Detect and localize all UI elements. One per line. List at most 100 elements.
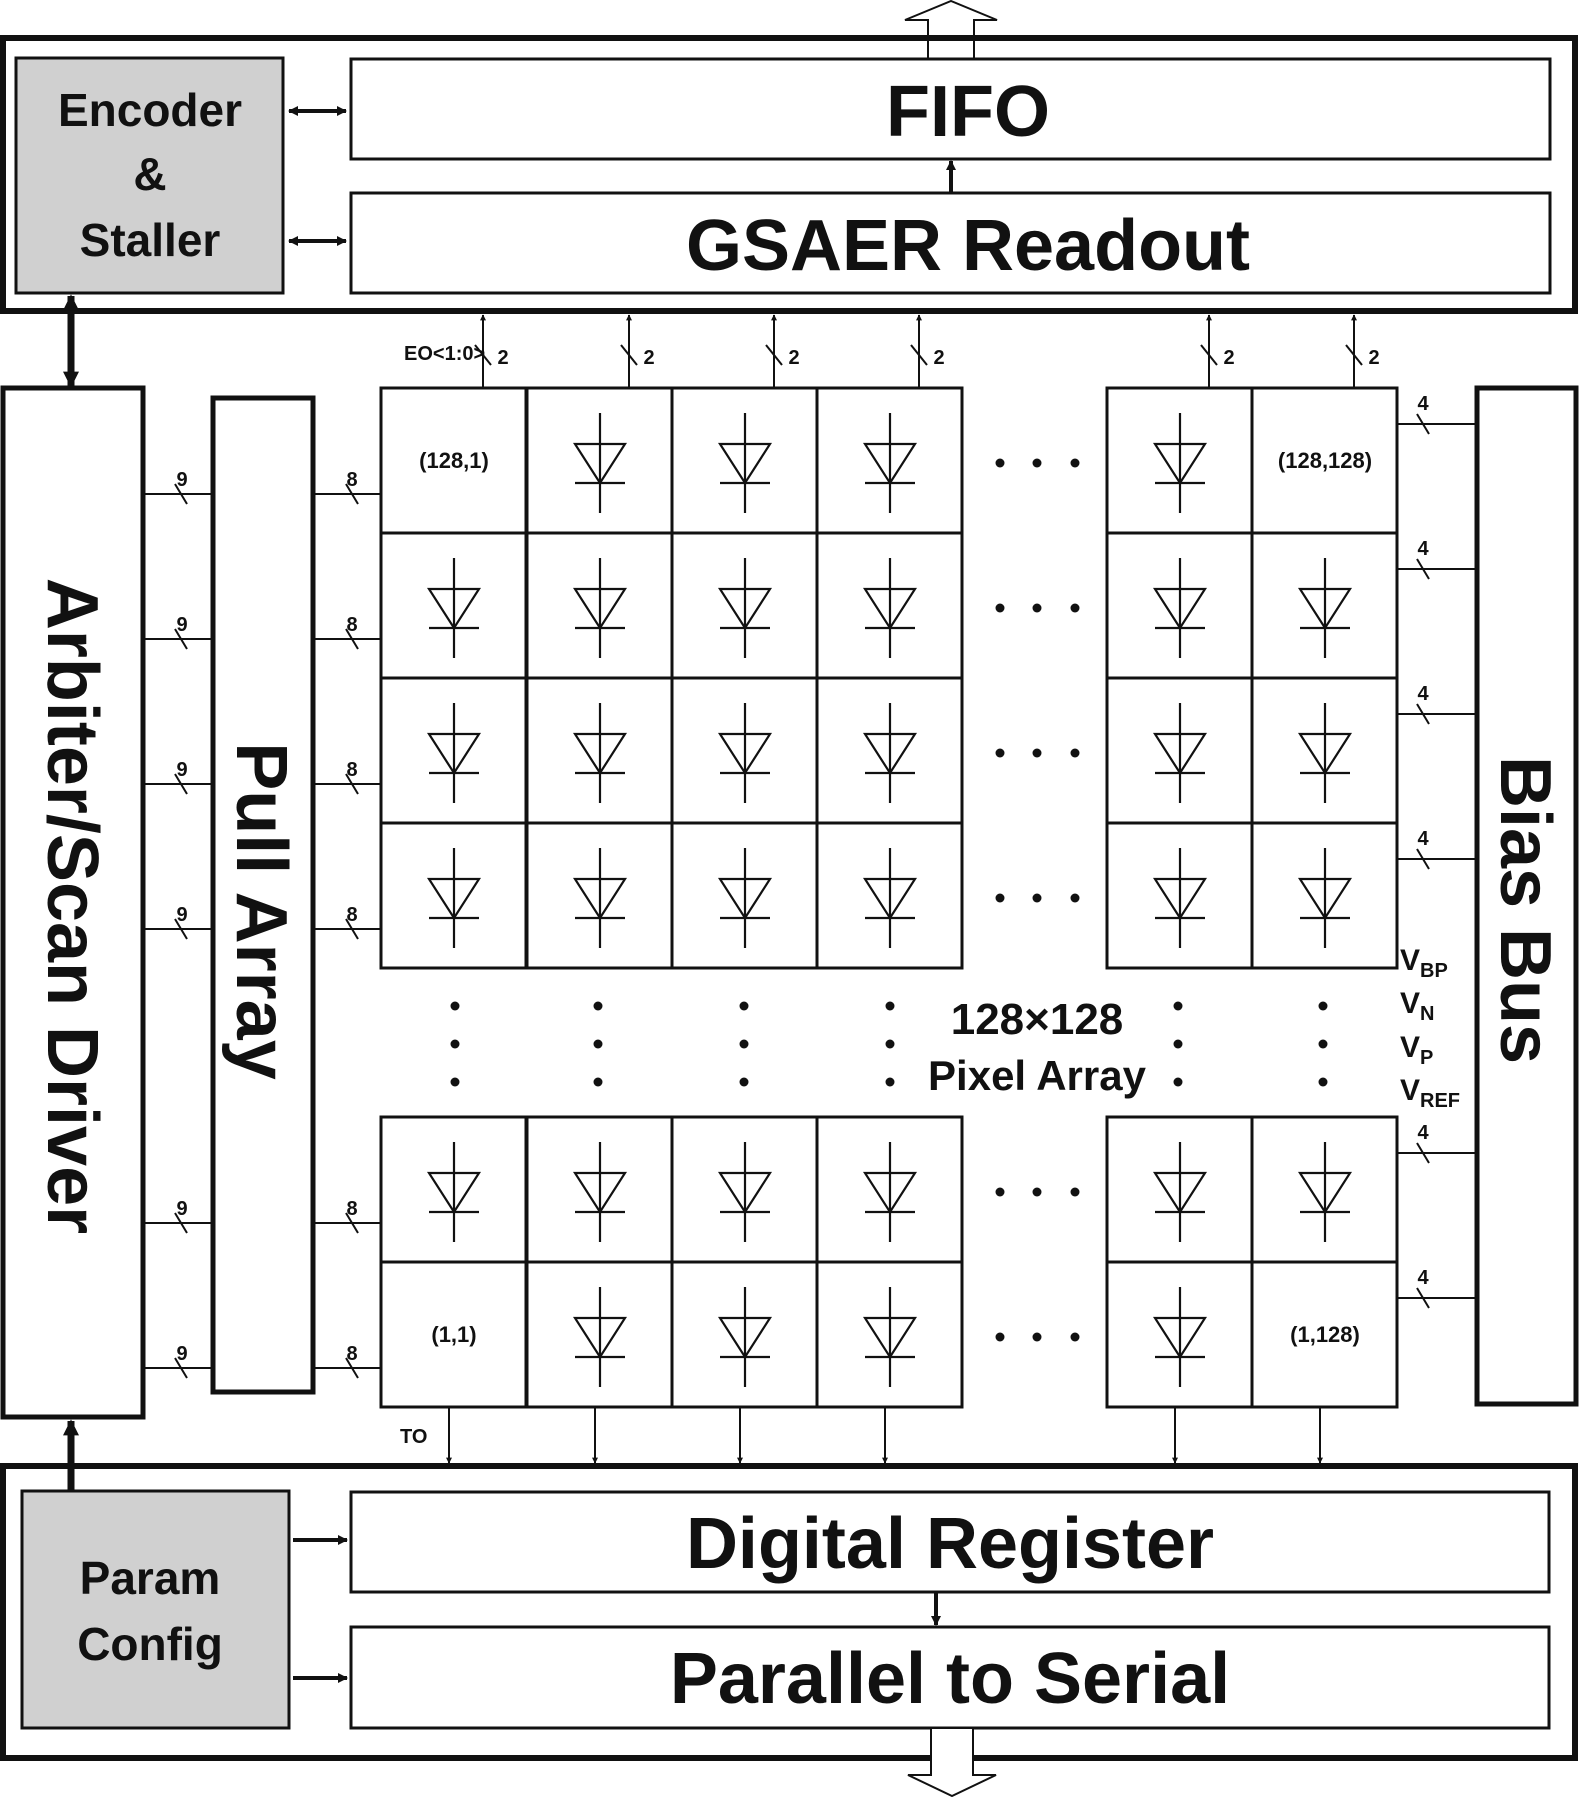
gsaer-readout-block: GSAER Readout — [349, 191, 1552, 295]
svg-text:2: 2 — [643, 347, 654, 369]
bus-width-4-marker: 4 — [1416, 393, 1430, 435]
photodiode-icon — [572, 558, 628, 658]
pixel-coordinate-label: (1,1) — [431, 1322, 476, 1347]
bus-width-2-marker: 2 — [474, 344, 509, 369]
vertical-ellipsis-dot — [1318, 1001, 1328, 1011]
bus-width-9-marker: 9 — [174, 614, 188, 650]
svg-text:8: 8 — [346, 759, 357, 781]
bus-width-9-marker: 9 — [174, 469, 188, 505]
config-output-section — [0, 1463, 1578, 1761]
output-arrow-top — [904, 0, 998, 60]
pixel-coordinate-label: (128,128) — [1278, 448, 1372, 473]
vertical-ellipsis-dot — [450, 1001, 460, 1011]
horizontal-ellipsis-dot — [995, 893, 1005, 903]
photodiode-icon — [572, 1287, 628, 1387]
photodiode-icon — [426, 703, 482, 803]
horizontal-ellipsis-dot — [995, 1187, 1005, 1197]
bus-width-2-marker: 2 — [765, 344, 800, 369]
vertical-ellipsis-dot — [885, 1039, 895, 1049]
config-label: Config — [77, 1618, 223, 1670]
bus-width-2-marker: 2 — [1345, 344, 1380, 369]
photodiode-icon — [426, 1142, 482, 1242]
photodiode-icon — [572, 1142, 628, 1242]
svg-text:4: 4 — [1417, 1122, 1429, 1144]
horizontal-ellipsis-dot — [995, 748, 1005, 758]
vertical-ellipsis-dot — [593, 1039, 603, 1049]
pixel-cell: (128,128) — [1250, 386, 1399, 535]
photodiode-icon — [572, 703, 628, 803]
photodiode-icon — [717, 1287, 773, 1387]
svg-text:2: 2 — [788, 347, 799, 369]
photodiode-icon — [1297, 848, 1353, 948]
photodiode-icon — [1152, 1142, 1208, 1242]
ampersand-label: & — [133, 148, 166, 200]
horizontal-ellipsis-dot — [1032, 1187, 1042, 1197]
photodiode-icon — [717, 703, 773, 803]
eo-signal-label: EO<1:0> — [404, 343, 485, 365]
bus-width-8-marker: 8 — [345, 1343, 359, 1379]
svg-text:9: 9 — [176, 469, 187, 491]
horizontal-ellipsis-dot — [1032, 1332, 1042, 1342]
bias-voltage-label: VBP — [1400, 944, 1448, 982]
photodiode-icon — [862, 413, 918, 513]
bias-voltage-label: VREF — [1400, 1074, 1460, 1112]
photodiode-icon — [717, 848, 773, 948]
horizontal-ellipsis-dot — [1032, 748, 1042, 758]
horizontal-ellipsis-dot — [1070, 458, 1080, 468]
photodiode-icon — [717, 558, 773, 658]
pixel-array-label: Pixel Array — [928, 1052, 1147, 1099]
param-label: Param — [80, 1552, 221, 1604]
svg-text:8: 8 — [346, 614, 357, 636]
param-config-block: Param Config — [20, 1489, 291, 1730]
readout-section — [0, 35, 1578, 314]
svg-text:4: 4 — [1417, 393, 1429, 415]
vertical-ellipsis-dot — [739, 1001, 749, 1011]
svg-text:2: 2 — [497, 347, 508, 369]
photodiode-icon — [862, 848, 918, 948]
svg-text:4: 4 — [1417, 683, 1429, 705]
photodiode-icon — [862, 1142, 918, 1242]
photodiode-icon — [1152, 703, 1208, 803]
horizontal-ellipsis-dot — [1070, 748, 1080, 758]
svg-text:2: 2 — [1223, 347, 1234, 369]
vertical-ellipsis-dot — [1173, 1001, 1183, 1011]
photodiode-icon — [426, 848, 482, 948]
pixel-array-size-label: 128×128 — [951, 995, 1124, 1044]
horizontal-ellipsis-dot — [1070, 1332, 1080, 1342]
vertical-ellipsis-dot — [593, 1001, 603, 1011]
vertical-ellipsis-dot — [593, 1077, 603, 1087]
bias-voltage-label: VN — [1400, 987, 1434, 1025]
svg-text:8: 8 — [346, 1343, 357, 1365]
bias-voltage-label: VP — [1400, 1031, 1433, 1069]
output-arrow-bottom — [907, 1729, 997, 1797]
bus-width-2-marker: 2 — [620, 344, 655, 369]
arbiter-scan-driver-block: Arbiter/Scan Driver — [0, 385, 146, 1420]
svg-text:8: 8 — [346, 469, 357, 491]
svg-text:9: 9 — [176, 759, 187, 781]
bus-width-9-marker: 9 — [174, 1343, 188, 1379]
photodiode-icon — [572, 848, 628, 948]
bus-width-4-marker: 4 — [1416, 1122, 1430, 1164]
bus-width-4-marker: 4 — [1416, 828, 1430, 870]
bus-width-8-marker: 8 — [345, 1198, 359, 1234]
encoder-staller-block: Encoder & Staller — [14, 56, 285, 295]
pixel-array: (128,1) (128,128) (1,1) (1,128) — [379, 386, 1399, 1409]
encoder-label: Encoder — [58, 84, 242, 136]
photodiode-icon — [572, 413, 628, 513]
bus-width-8-marker: 8 — [345, 614, 359, 650]
vertical-ellipsis-dot — [739, 1077, 749, 1087]
bias-bus-label: Bias Bus — [1485, 756, 1565, 1064]
horizontal-ellipsis-dot — [1070, 1187, 1080, 1197]
horizontal-ellipsis-dot — [1070, 893, 1080, 903]
bus-width-9-marker: 9 — [174, 759, 188, 795]
svg-text:4: 4 — [1417, 828, 1429, 850]
pixel-cell: (128,1) — [379, 386, 528, 535]
photodiode-icon — [862, 558, 918, 658]
bus-width-9-marker: 9 — [174, 1198, 188, 1234]
pixel-cell: (1,128) — [1250, 1260, 1399, 1409]
pull-array-block: Pull Array — [210, 395, 316, 1395]
bias-voltage-labels: VBP VN VP VREF — [1400, 944, 1460, 1112]
digital-register-label: Digital Register — [686, 1504, 1214, 1584]
horizontal-ellipsis-dot — [1032, 603, 1042, 613]
